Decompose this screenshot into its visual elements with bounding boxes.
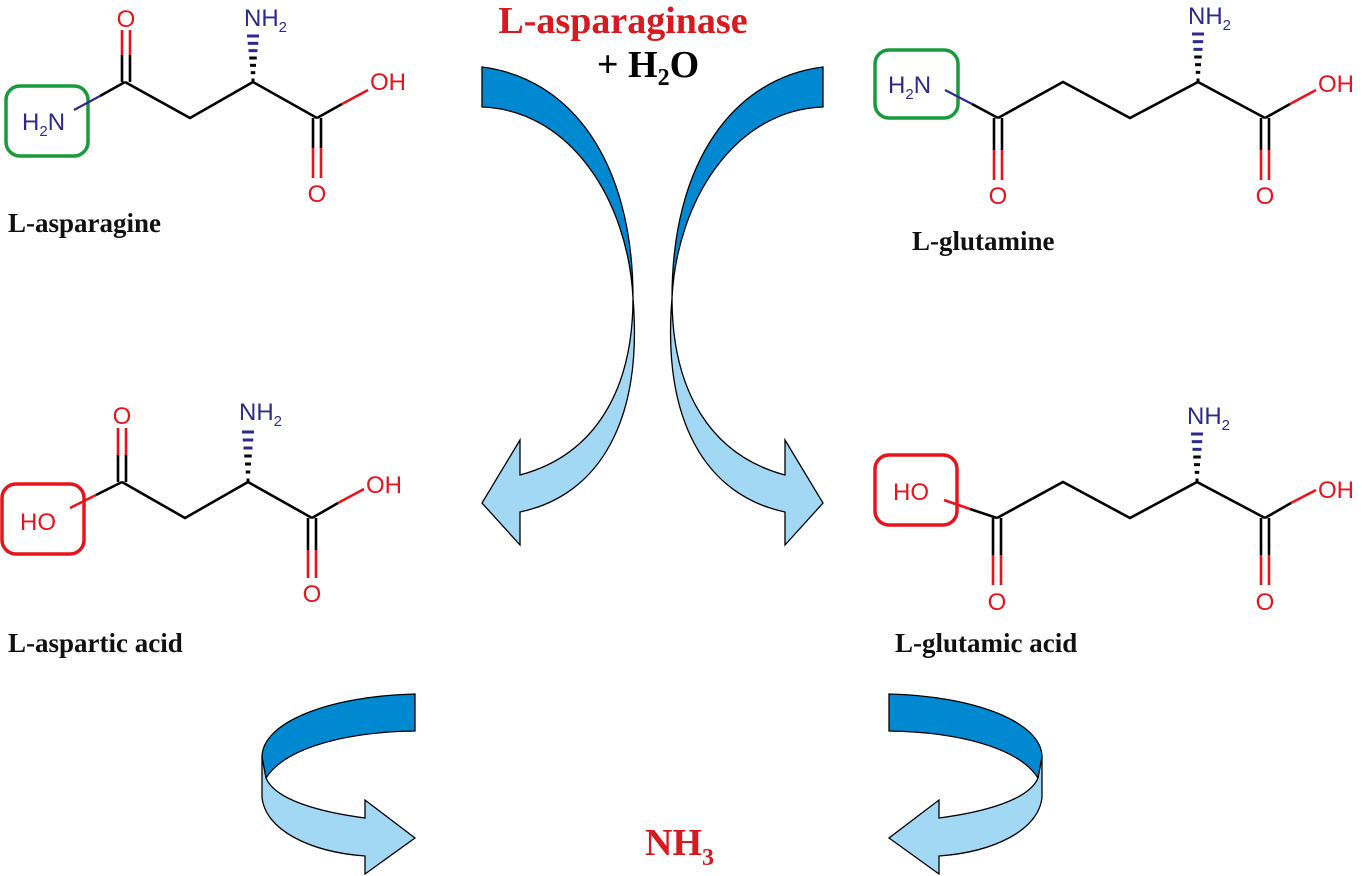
molecule-asparagine: O H2N NH2 OH O L-asparagine [4,5,406,238]
acid-hydroxyl: HO [20,509,56,536]
arrow-top-segment [888,693,1043,780]
amino-group: NH2 [1188,3,1231,34]
left-reaction-arrow [481,66,636,547]
carbonyl-oxygen: O [988,589,1007,616]
glutamic-acid-label: L-glutamic acid [895,628,1077,658]
carbonyl-oxygen: O [113,403,132,430]
right-ammonia-arrow [887,693,1043,876]
aspartic-acid-label: L-aspartic acid [8,628,183,658]
molecule-glutamic-acid: HO NH2 OH O O L-glutamic acid [873,403,1354,658]
hydroxyl: OH [370,69,406,96]
amide-nitrogen: H2N [888,72,931,103]
acid-hydroxyl: HO [893,479,929,506]
arrow-top-segment [671,66,824,299]
molecule-glutamine: H2N NH2 OH O O L-glutamine [873,3,1354,256]
amide-group-highlight [873,48,960,120]
acid-group-highlight [873,453,959,527]
hashed-wedge-bond [242,430,254,482]
molecule-aspartic-acid: O HO NH2 OH O L-aspartic acid [0,399,402,658]
amino-group: NH2 [1187,403,1230,434]
hydroxyl: OH [366,472,402,499]
hydroxyl: OH [1318,71,1354,98]
arrow-head-segment [669,297,824,547]
right-reaction-arrow [669,66,824,547]
water-label: + H2O [597,44,699,91]
amino-group: NH2 [239,399,282,430]
amide-group-highlight [4,84,90,158]
hydroxyl: OH [1318,477,1354,504]
arrow-head-segment [481,297,636,547]
amino-group: NH2 [244,5,287,36]
arrow-top-segment [481,66,634,299]
enzyme-label: L-asparaginase [498,0,747,42]
amide-nitrogen: H2N [22,109,65,140]
glutamine-label: L-glutamine [912,226,1055,256]
carboxyl-oxygen: O [308,181,327,208]
hashed-wedge-bond [247,34,259,82]
carbonyl-oxygen: O [989,183,1008,210]
left-ammonia-arrow [261,693,417,876]
carboxyl-oxygen: O [1256,589,1275,616]
ammonia-label: NH3 [645,822,714,871]
hashed-wedge-bond [1192,32,1204,82]
arrow-top-segment [261,693,416,780]
carboxyl-oxygen: O [303,581,322,608]
arrow-head-segment [261,756,417,876]
carbonyl-oxygen: O [117,6,136,33]
carboxyl-oxygen: O [1256,183,1275,210]
hashed-wedge-bond [1191,432,1203,482]
arrow-head-segment [887,756,1043,876]
acid-group-highlight [0,482,86,556]
asparagine-label: L-asparagine [8,208,161,238]
